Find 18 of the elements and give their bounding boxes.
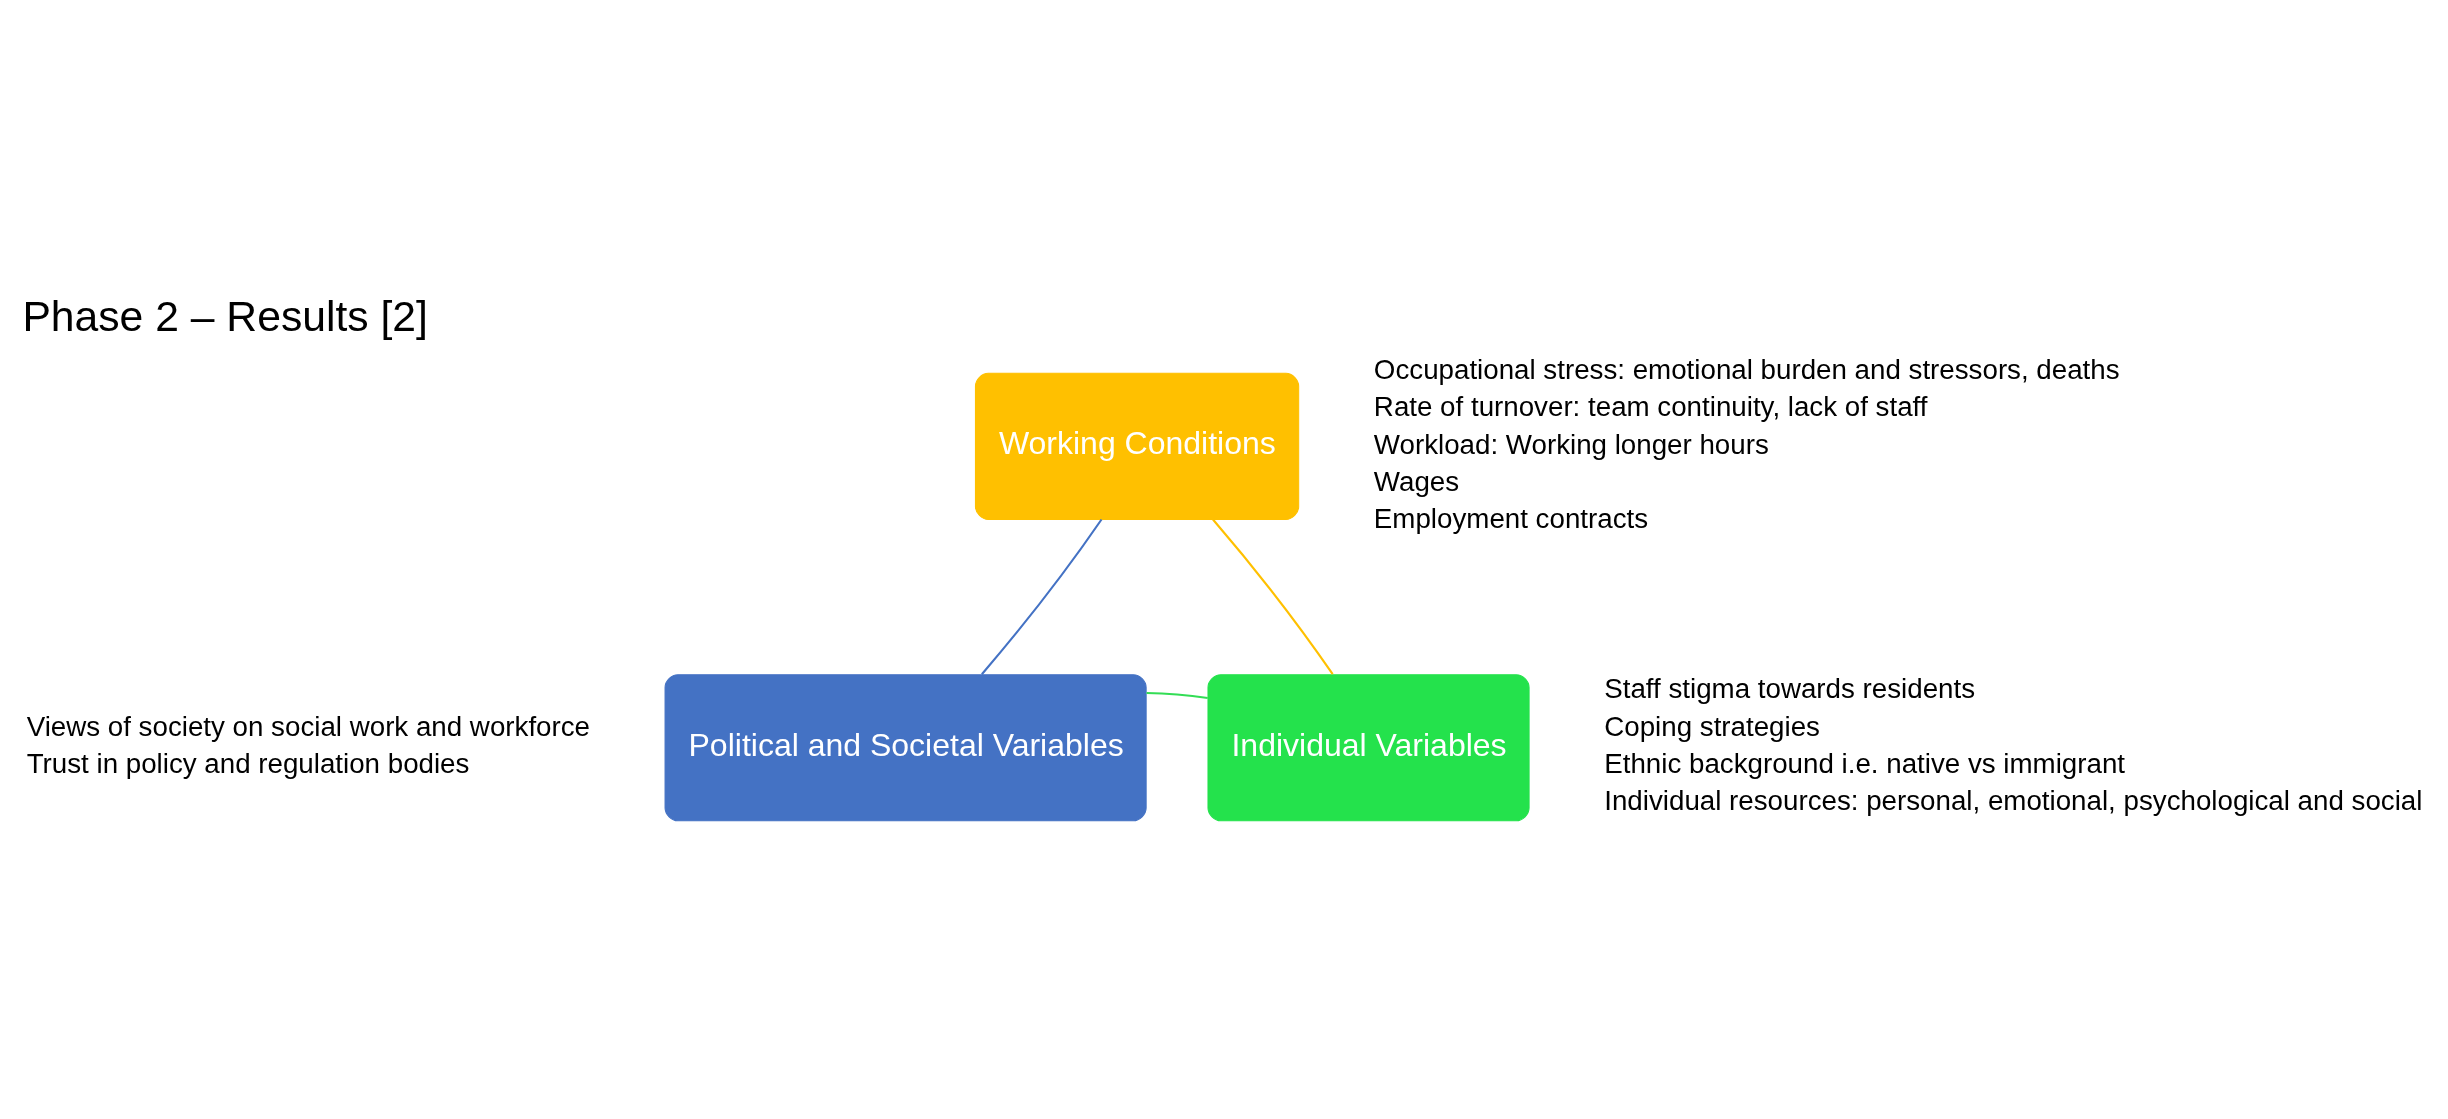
node-box: Political and Societal Variables — [664, 673, 1147, 821]
connector — [981, 518, 1103, 675]
node-label: Staff stigma towards residents — [1604, 672, 1976, 704]
node-label: Individual resources: personal, emotional, psychological and social — [1604, 784, 2423, 816]
node-box: Working Conditions — [974, 372, 1300, 520]
node-box: Individual Variables — [1207, 673, 1530, 821]
node-label: Ethnic background i.e. native vs immigrant — [1604, 747, 2126, 779]
node-label: Employment contracts — [1373, 502, 1649, 534]
node-label: Views of society on social work and workforce — [26, 710, 591, 742]
connector — [1212, 518, 1334, 675]
diagram-title: Phase 2 – Results [2] — [22, 291, 428, 340]
node-label: Rate of turnover: team continuity, lack of staff — [1373, 390, 1928, 422]
node-label: Occupational stress: emotional burden and stressors, deaths — [1373, 353, 2120, 385]
node-label: Workload: Working longer hours — [1373, 428, 1769, 460]
node-label: Wages — [1373, 465, 1460, 497]
node-label: Coping strategies — [1604, 710, 1820, 742]
connector — [1146, 691, 1208, 699]
node-label: Trust in policy and regulation bodies — [26, 747, 470, 779]
